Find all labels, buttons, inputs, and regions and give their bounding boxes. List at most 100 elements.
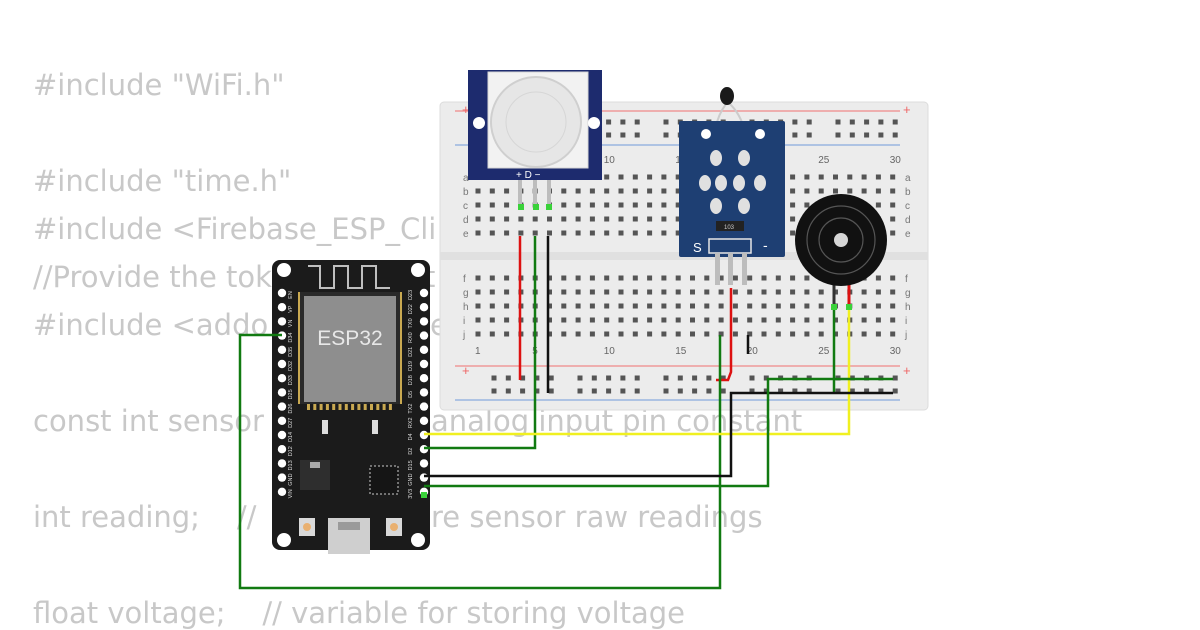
rail-hole[interactable] xyxy=(864,388,870,394)
esp32-pin[interactable] xyxy=(277,288,287,298)
breadboard-hole[interactable] xyxy=(675,317,681,323)
rail-hole[interactable] xyxy=(577,388,583,394)
breadboard-hole[interactable] xyxy=(547,230,552,236)
breadboard-hole[interactable] xyxy=(675,331,681,337)
breadboard-hole[interactable] xyxy=(561,303,567,309)
rail-hole[interactable] xyxy=(806,388,812,394)
breadboard-hole[interactable] xyxy=(661,289,667,295)
breadboard-hole[interactable] xyxy=(833,317,838,323)
breadboard-hole[interactable] xyxy=(875,202,881,208)
rail-hole[interactable] xyxy=(663,119,669,125)
breadboard-hole[interactable] xyxy=(890,303,896,309)
rail-hole[interactable] xyxy=(634,132,640,138)
breadboard-hole[interactable] xyxy=(589,230,595,236)
breadboard-hole[interactable] xyxy=(547,331,552,337)
breadboard-hole[interactable] xyxy=(604,275,610,281)
breadboard-hole[interactable] xyxy=(547,289,552,295)
breadboard-hole[interactable] xyxy=(575,317,581,323)
breadboard-hole[interactable] xyxy=(504,331,510,337)
breadboard-hole[interactable] xyxy=(804,174,810,180)
breadboard-hole[interactable] xyxy=(618,174,624,180)
rail-hole[interactable] xyxy=(577,375,583,381)
breadboard-hole[interactable] xyxy=(718,303,724,309)
breadboard-hole[interactable] xyxy=(861,188,867,194)
esp32-pin[interactable] xyxy=(419,288,429,298)
breadboard-hole[interactable] xyxy=(890,275,896,281)
esp32-pin[interactable] xyxy=(277,359,287,369)
rail-hole[interactable] xyxy=(692,375,698,381)
breadboard-hole[interactable] xyxy=(804,188,810,194)
breadboard-hole[interactable] xyxy=(475,230,481,236)
breadboard-hole[interactable] xyxy=(833,188,838,194)
breadboard-hole[interactable] xyxy=(604,174,610,180)
breadboard-hole[interactable] xyxy=(804,202,810,208)
rail-hole[interactable] xyxy=(634,388,640,394)
breadboard-hole[interactable] xyxy=(647,188,653,194)
rail-hole[interactable] xyxy=(878,119,884,125)
breadboard-hole[interactable] xyxy=(589,202,595,208)
breadboard-hole[interactable] xyxy=(632,174,638,180)
rail-hole[interactable] xyxy=(806,119,812,125)
breadboard-hole[interactable] xyxy=(790,230,796,236)
breadboard-hole[interactable] xyxy=(790,317,796,323)
breadboard-hole[interactable] xyxy=(504,317,510,323)
breadboard-hole[interactable] xyxy=(718,289,724,295)
breadboard-hole[interactable] xyxy=(818,188,824,194)
rail-hole[interactable] xyxy=(706,388,712,394)
breadboard-hole[interactable] xyxy=(604,289,610,295)
breadboard-hole[interactable] xyxy=(561,188,567,194)
breadboard-hole[interactable] xyxy=(761,303,767,309)
breadboard-hole[interactable] xyxy=(675,230,681,236)
rail-hole[interactable] xyxy=(835,119,841,125)
esp32-pin[interactable] xyxy=(419,331,429,340)
breadboard-hole[interactable] xyxy=(618,188,624,194)
breadboard-hole[interactable] xyxy=(690,331,695,337)
esp32-pin[interactable] xyxy=(419,317,429,326)
breadboard-hole[interactable] xyxy=(818,331,824,337)
breadboard-hole[interactable] xyxy=(718,275,724,281)
breadboard-hole[interactable] xyxy=(589,331,595,337)
breadboard-hole[interactable] xyxy=(875,331,881,337)
rail-hole[interactable] xyxy=(663,132,669,138)
pir-motion-sensor[interactable]: + D − xyxy=(468,70,602,208)
breadboard-hole[interactable] xyxy=(661,275,667,281)
breadboard-hole[interactable] xyxy=(575,216,581,222)
breadboard-hole[interactable] xyxy=(818,303,824,309)
breadboard-hole[interactable] xyxy=(547,303,552,309)
breadboard-hole[interactable] xyxy=(547,275,552,281)
breadboard-hole[interactable] xyxy=(804,317,810,323)
thermistor-module[interactable]: 103 S - xyxy=(679,87,785,285)
breadboard-hole[interactable] xyxy=(504,303,510,309)
rail-hole[interactable] xyxy=(491,388,497,394)
breadboard-hole[interactable] xyxy=(661,174,667,180)
esp32-pin[interactable] xyxy=(277,374,287,383)
rail-hole[interactable] xyxy=(892,388,898,394)
breadboard-hole[interactable] xyxy=(661,216,667,222)
breadboard-hole[interactable] xyxy=(475,188,481,194)
rail-hole[interactable] xyxy=(849,119,855,125)
breadboard-hole[interactable] xyxy=(618,202,624,208)
breadboard-hole[interactable] xyxy=(489,289,495,295)
rail-hole[interactable] xyxy=(520,375,526,381)
breadboard-hole[interactable] xyxy=(861,174,867,180)
breadboard-hole[interactable] xyxy=(475,303,481,309)
breadboard-hole[interactable] xyxy=(575,275,581,281)
breadboard-hole[interactable] xyxy=(875,188,881,194)
esp32-pin[interactable] xyxy=(419,402,429,411)
esp32-pin[interactable] xyxy=(419,359,429,369)
breadboard-hole[interactable] xyxy=(575,188,581,194)
breadboard-hole[interactable] xyxy=(647,303,653,309)
rail-hole[interactable] xyxy=(663,388,669,394)
breadboard-hole[interactable] xyxy=(589,303,595,309)
breadboard-hole[interactable] xyxy=(661,188,667,194)
breadboard-hole[interactable] xyxy=(632,303,638,309)
breadboard-hole[interactable] xyxy=(632,230,638,236)
breadboard-hole[interactable] xyxy=(875,317,881,323)
breadboard-hole[interactable] xyxy=(732,331,738,337)
rail-hole[interactable] xyxy=(792,132,798,138)
breadboard-hole[interactable] xyxy=(618,289,624,295)
breadboard-hole[interactable] xyxy=(861,303,867,309)
breadboard-hole[interactable] xyxy=(632,289,638,295)
breadboard-hole[interactable] xyxy=(547,216,552,222)
breadboard-hole[interactable] xyxy=(690,317,695,323)
